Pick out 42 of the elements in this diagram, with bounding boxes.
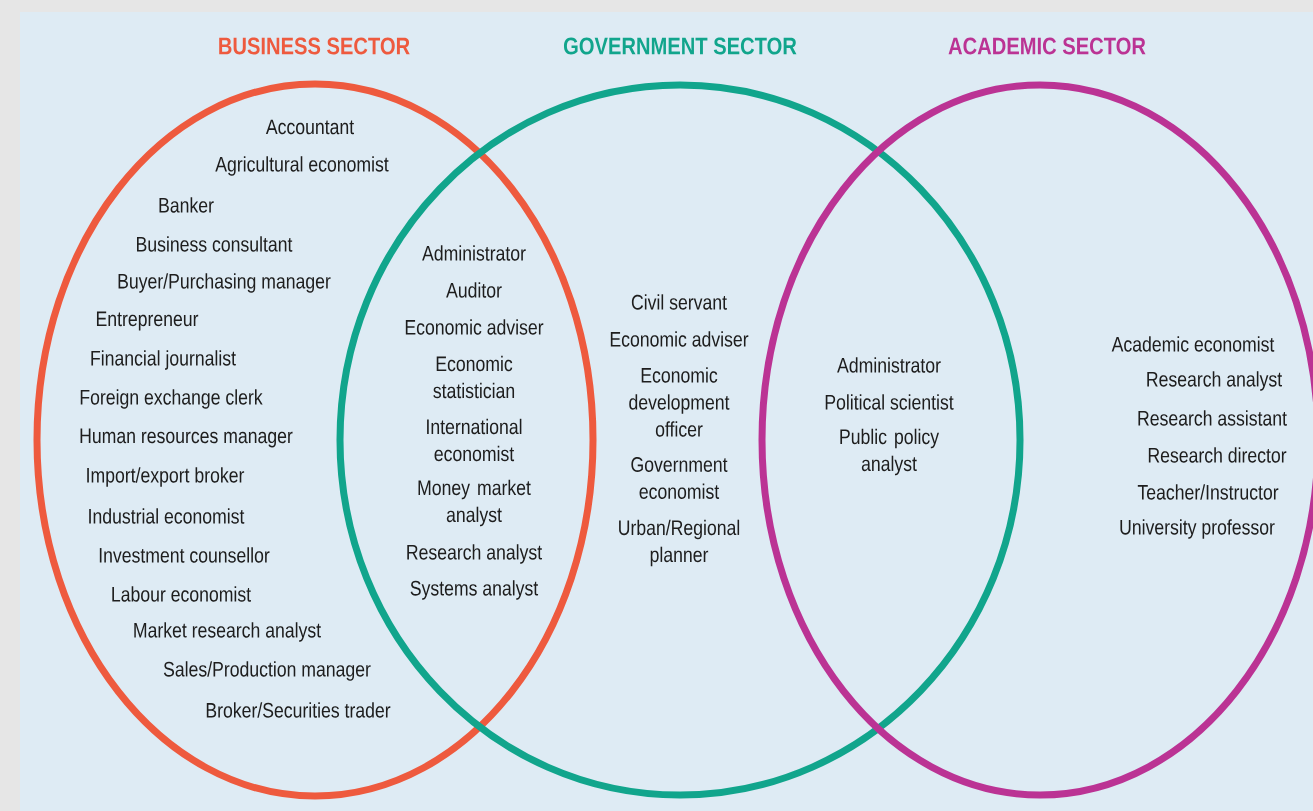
job-title: Banker — [159, 197, 214, 213]
job-title: Business consultant — [137, 236, 293, 252]
sector-heading: GOVERNMENT SECTOR — [564, 37, 797, 55]
job-title: Labour economist — [112, 586, 251, 602]
job-title: Academic economist — [1111, 336, 1275, 352]
job-title: Auditor — [446, 282, 502, 298]
job-title: Foreign exchange clerk — [80, 389, 263, 409]
job-title: Urban/Regional planner — [619, 519, 740, 567]
job-title: Import/export broker — [87, 467, 245, 487]
job-title: Broker/Securities trader — [206, 702, 391, 718]
job-title: Investment counsellor — [99, 547, 270, 563]
job-title: Civil servant — [631, 294, 727, 310]
job-title: Human resources manager — [80, 428, 293, 448]
job-title: Money market analyst — [418, 479, 531, 527]
job-title: Political scientist — [825, 394, 954, 410]
job-title: University professor — [1120, 519, 1275, 539]
job-title: Industrial economist — [89, 508, 245, 524]
job-title: Administrator — [422, 245, 526, 261]
sector-heading: ACADEMIC SECTOR — [948, 37, 1146, 55]
job-title: Systems analyst — [410, 580, 539, 600]
job-title: Teacher/Instructor — [1137, 484, 1279, 500]
job-title: Public policy analyst — [840, 428, 939, 476]
job-title: International economist — [427, 418, 522, 462]
job-title: Agricultural economist — [215, 156, 389, 176]
job-title: Research analyst — [1147, 371, 1282, 391]
job-title: Economic adviser — [405, 319, 544, 335]
job-title: Economic adviser — [610, 331, 749, 347]
job-title: Sales/Production manager — [163, 661, 371, 681]
job-title: Entrepreneur — [96, 311, 199, 331]
job-title: Buyer/Purchasing manager — [118, 273, 331, 293]
sector-ellipse — [33, 80, 597, 800]
job-title: Economic development officer — [629, 367, 730, 437]
job-title: Research assistant — [1138, 410, 1287, 426]
job-title: Economic statistician — [433, 355, 515, 399]
job-title: Accountant — [265, 119, 354, 135]
sector-heading: BUSINESS SECTOR — [219, 37, 410, 55]
job-title: Financial journalist — [91, 350, 236, 370]
job-title: Administrator — [837, 357, 941, 373]
job-title: Research analyst — [407, 544, 542, 564]
job-title: Market research analyst — [134, 622, 321, 642]
job-title: Government economist — [631, 457, 728, 499]
job-title: Research director — [1148, 447, 1287, 463]
